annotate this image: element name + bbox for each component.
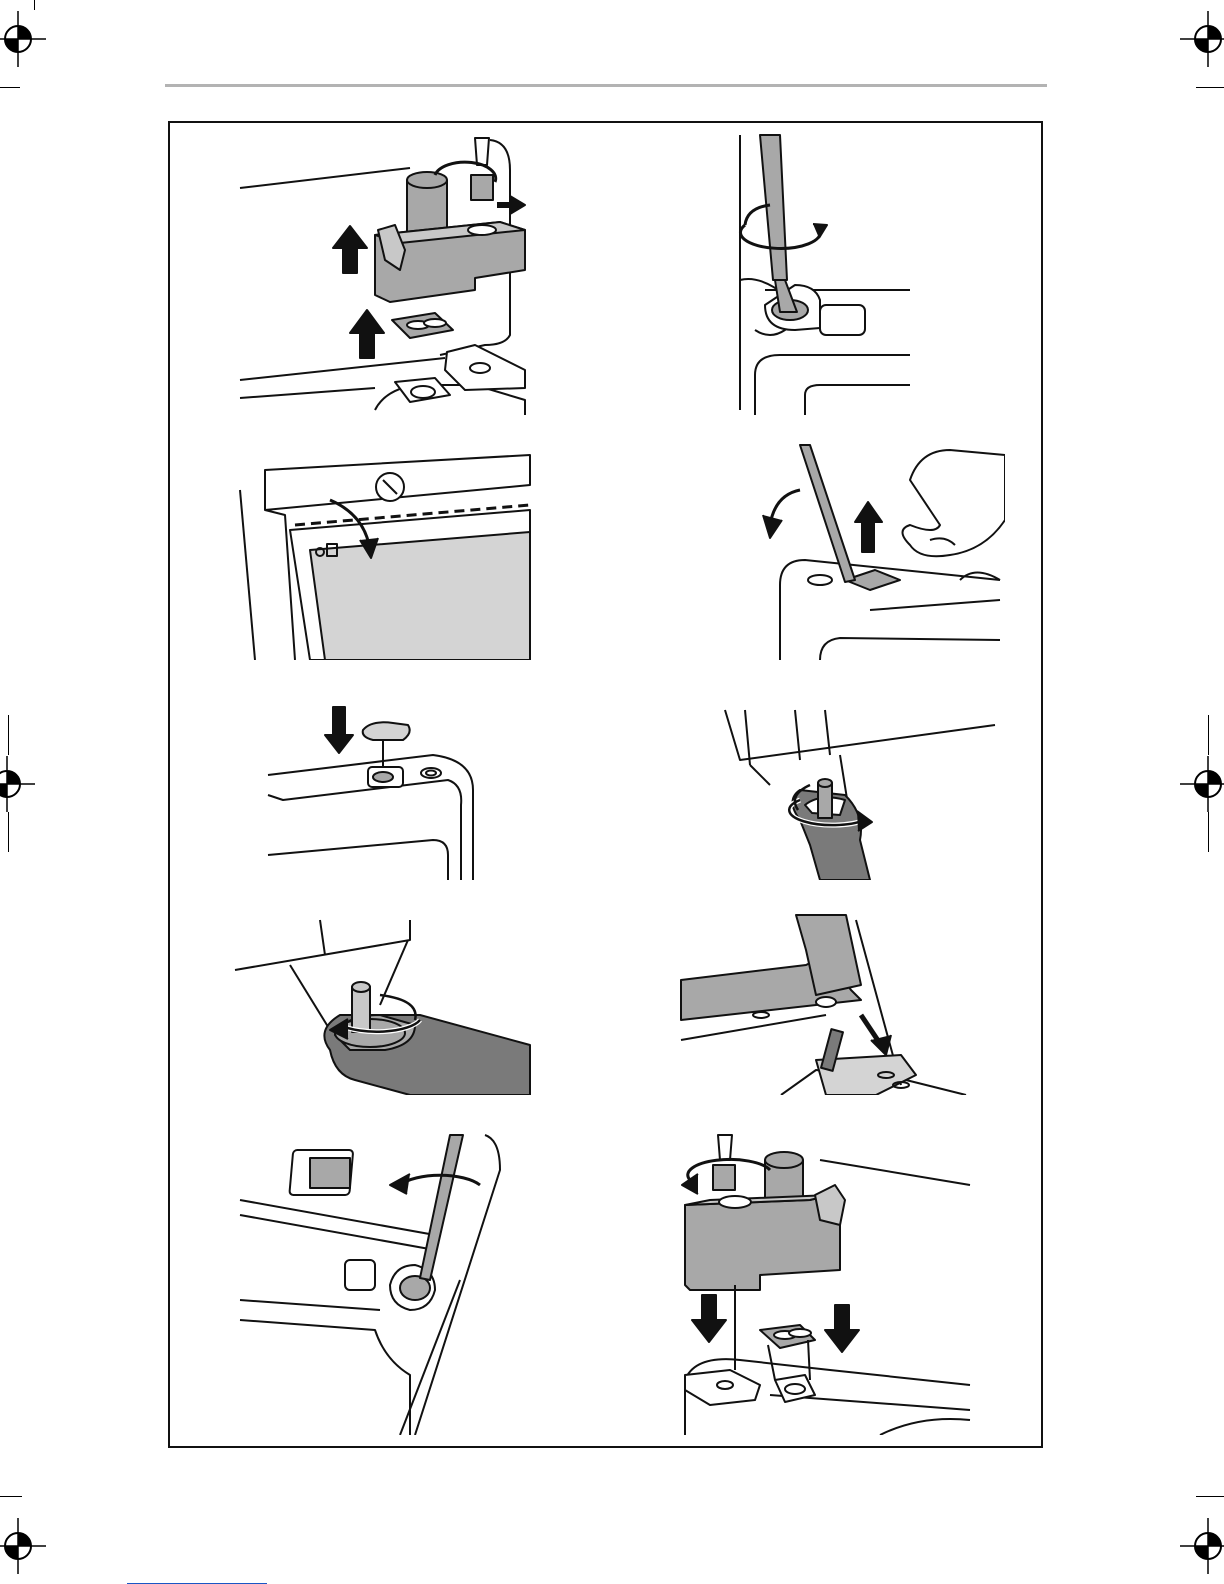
panel-10-install-hinge-bracket [680,1130,975,1435]
registration-mark-mid-right [1180,756,1224,812]
registration-mark-mid-left [0,756,35,812]
panel-8-insert-pin-door [676,910,971,1095]
crop-line-left-v1 [8,715,9,755]
panel-3-rotate-door [235,440,535,660]
crop-line-top-left-h [0,87,20,88]
crop-line-top-right-h [1196,87,1224,88]
panel-7-tighten-pin-wrench [230,915,535,1095]
registration-mark-bottom-right [1180,1518,1224,1574]
crop-line-right-v2 [1208,812,1209,852]
registration-mark-bottom-left [0,1518,46,1574]
crop-line-right-v1 [1208,715,1209,755]
crop-line-left-v2 [8,812,9,852]
registration-mark-top-left [0,11,46,67]
panel-6-unscrew-pin-wrench [720,705,1000,880]
crop-line-bottom-left-h [0,1496,22,1497]
registration-mark-top-right [1180,11,1224,67]
panel-5-insert-cap [263,705,478,880]
crop-line-bottom-right-h [1196,1496,1224,1497]
panel-4-lift-cap [760,440,1005,660]
header-rule [165,84,1047,87]
panel-1-remove-hinge-bracket [235,130,535,415]
panel-9-tighten-screw [235,1130,505,1435]
panel-2-unscrew-screwdriver [725,130,915,415]
crop-line-top-left-v [34,0,35,10]
